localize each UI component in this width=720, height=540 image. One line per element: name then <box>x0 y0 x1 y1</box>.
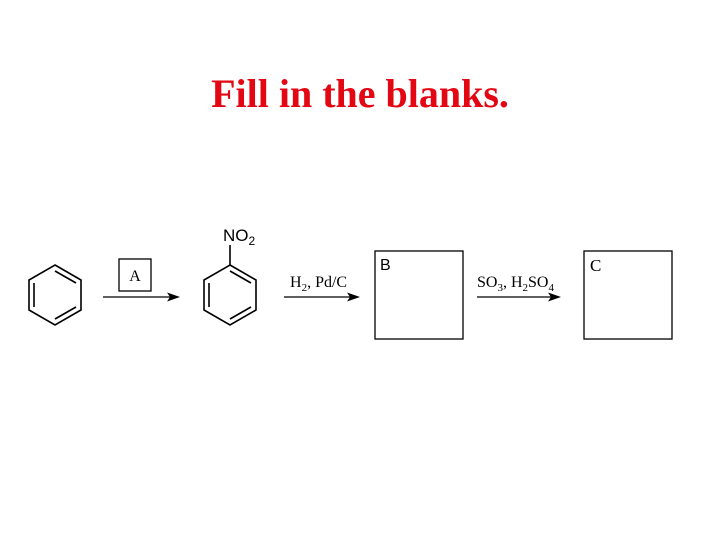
blank-c-label: C <box>590 256 601 275</box>
reaction-arrow-2 <box>284 292 360 302</box>
blank-b-label: B <box>380 257 391 274</box>
blank-b[interactable]: B <box>374 250 464 340</box>
step2-reagent: H2, Pd/C <box>290 274 347 294</box>
reaction-arrow-1 <box>103 292 180 302</box>
benzene-structure <box>28 264 82 326</box>
nitrobenzene-structure: NO2 <box>203 226 257 326</box>
blank-c[interactable]: C <box>583 250 673 340</box>
step3-reagent: SO3, H2SO4 <box>477 274 554 294</box>
page-title: Fill in the blanks. <box>211 71 509 116</box>
blank-a[interactable]: A <box>118 258 152 292</box>
blank-a-label: A <box>129 268 141 285</box>
nitro-group-label: NO2 <box>223 226 256 248</box>
reaction-arrow-3 <box>477 292 561 302</box>
